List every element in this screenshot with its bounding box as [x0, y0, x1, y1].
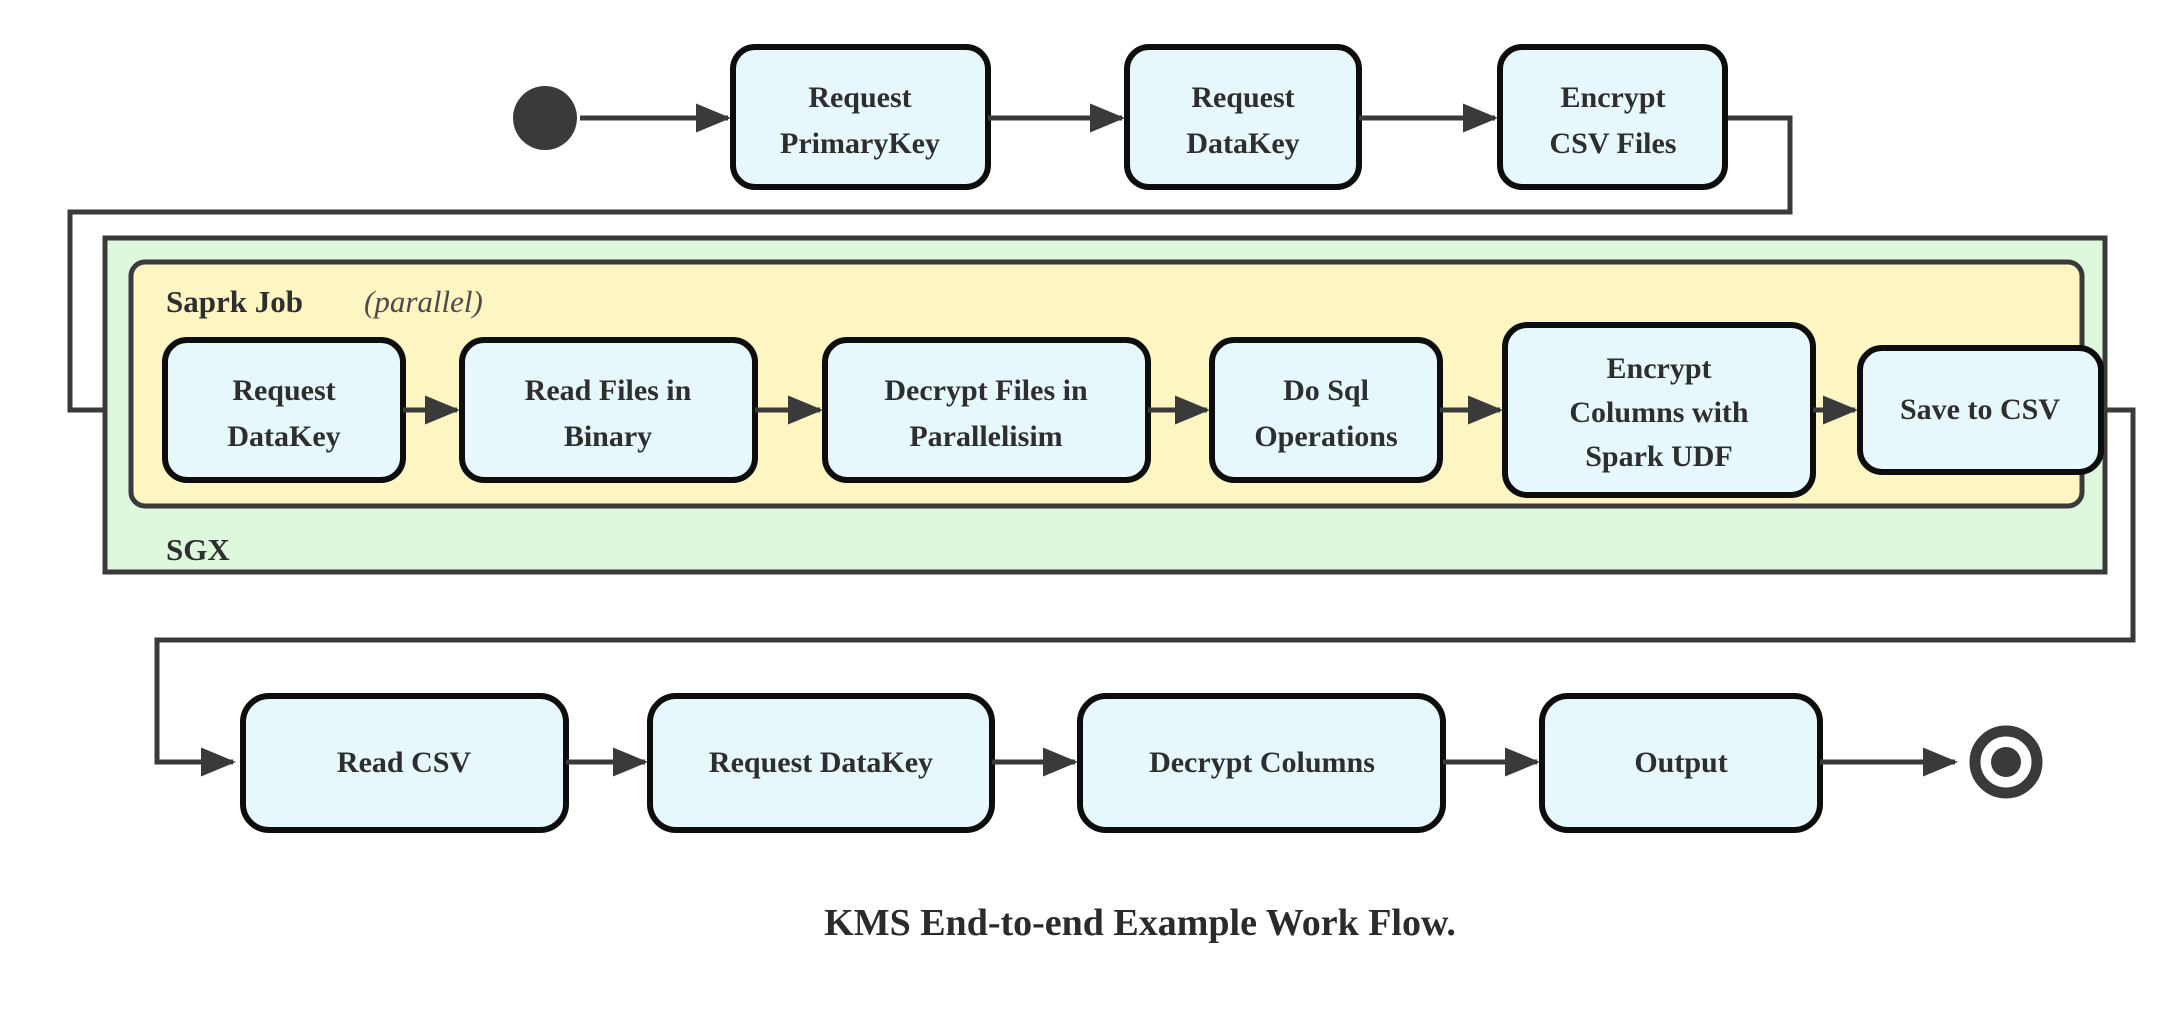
request-primarykey-label-line2: PrimaryKey [780, 127, 940, 160]
output-label: Output [1634, 746, 1727, 779]
edge-encrypt-csv-to-spark-datakey [67, 115, 1793, 425]
request-datakey-spark-label-line1: Request [232, 374, 335, 407]
encrypt-columns-label-line1: Encrypt [1607, 352, 1712, 385]
encrypt-columns-label-line2: Columns with [1569, 396, 1749, 429]
edge-save-to-csv-to-read-csv [154, 407, 2136, 777]
do-sql-operations-label-line2: Operations [1254, 420, 1397, 453]
node-read-csv[interactable]: Read CSV [240, 693, 569, 833]
decrypt-columns-label: Decrypt Columns [1149, 746, 1375, 779]
decrypt-files-label-line2: Parallelisim [909, 420, 1062, 453]
node-request-datakey-spark[interactable]: Request DataKey [162, 337, 406, 483]
node-decrypt-files-in-parallelisim[interactable]: Decrypt Files in Parallelisim [822, 337, 1151, 483]
node-encrypt-columns-with-spark-udf[interactable]: Encrypt Columns with Spark UDF [1502, 322, 1816, 498]
request-datakey-spark-box[interactable] [162, 337, 406, 483]
encrypt-csv-files-box[interactable] [1497, 44, 1728, 190]
request-datakey-spark-label-line2: DataKey [227, 420, 340, 453]
request-datakey-top-box[interactable] [1124, 44, 1362, 190]
node-request-datakey-top[interactable]: Request DataKey [1124, 44, 1362, 190]
request-datakey-top-label-line1: Request [1191, 81, 1294, 114]
save-to-csv-label: Save to CSV [1900, 393, 2060, 426]
node-encrypt-csv-files[interactable]: Encrypt CSV Files [1497, 44, 1728, 190]
do-sql-operations-label-line1: Do Sql [1283, 374, 1369, 407]
node-output[interactable]: Output [1539, 693, 1823, 833]
read-files-in-binary-label-line1: Read Files in [525, 374, 692, 407]
request-datakey-top-label-line2: DataKey [1186, 127, 1299, 160]
node-read-files-in-binary[interactable]: Read Files in Binary [459, 337, 758, 483]
node-do-sql-operations[interactable]: Do Sql Operations [1209, 337, 1443, 483]
spark-job-label: Saprk Job [166, 284, 303, 319]
do-sql-operations-box[interactable] [1209, 337, 1443, 483]
request-primarykey-box[interactable] [730, 44, 991, 190]
encrypt-csv-files-label-line2: CSV Files [1550, 127, 1677, 160]
read-csv-label: Read CSV [337, 746, 472, 779]
read-files-in-binary-label-line2: Binary [564, 420, 652, 453]
read-files-in-binary-box[interactable] [459, 337, 758, 483]
encrypt-columns-label-line3: Spark UDF [1585, 440, 1733, 473]
decrypt-files-label-line1: Decrypt Files in [884, 374, 1088, 407]
encrypt-csv-files-label-line1: Encrypt [1561, 81, 1666, 114]
diagram-caption: KMS End-to-end Example Work Flow. [824, 902, 1456, 944]
spark-job-label-suffix: (parallel) [364, 284, 483, 319]
request-primarykey-label-line1: Request [808, 81, 911, 114]
decrypt-files-in-parallelisim-box[interactable] [822, 337, 1151, 483]
end-node [1969, 725, 2043, 799]
node-decrypt-columns[interactable]: Decrypt Columns [1077, 693, 1446, 833]
node-save-to-csv[interactable]: Save to CSV [1857, 345, 2104, 475]
request-datakey-bottom-label: Request DataKey [709, 746, 933, 779]
node-request-datakey-bottom[interactable]: Request DataKey [647, 693, 995, 833]
node-request-primarykey[interactable]: Request PrimaryKey [730, 44, 991, 190]
sgx-label: SGX [166, 532, 230, 567]
start-node [513, 86, 577, 150]
save-to-csv-box[interactable] [1857, 345, 2104, 475]
